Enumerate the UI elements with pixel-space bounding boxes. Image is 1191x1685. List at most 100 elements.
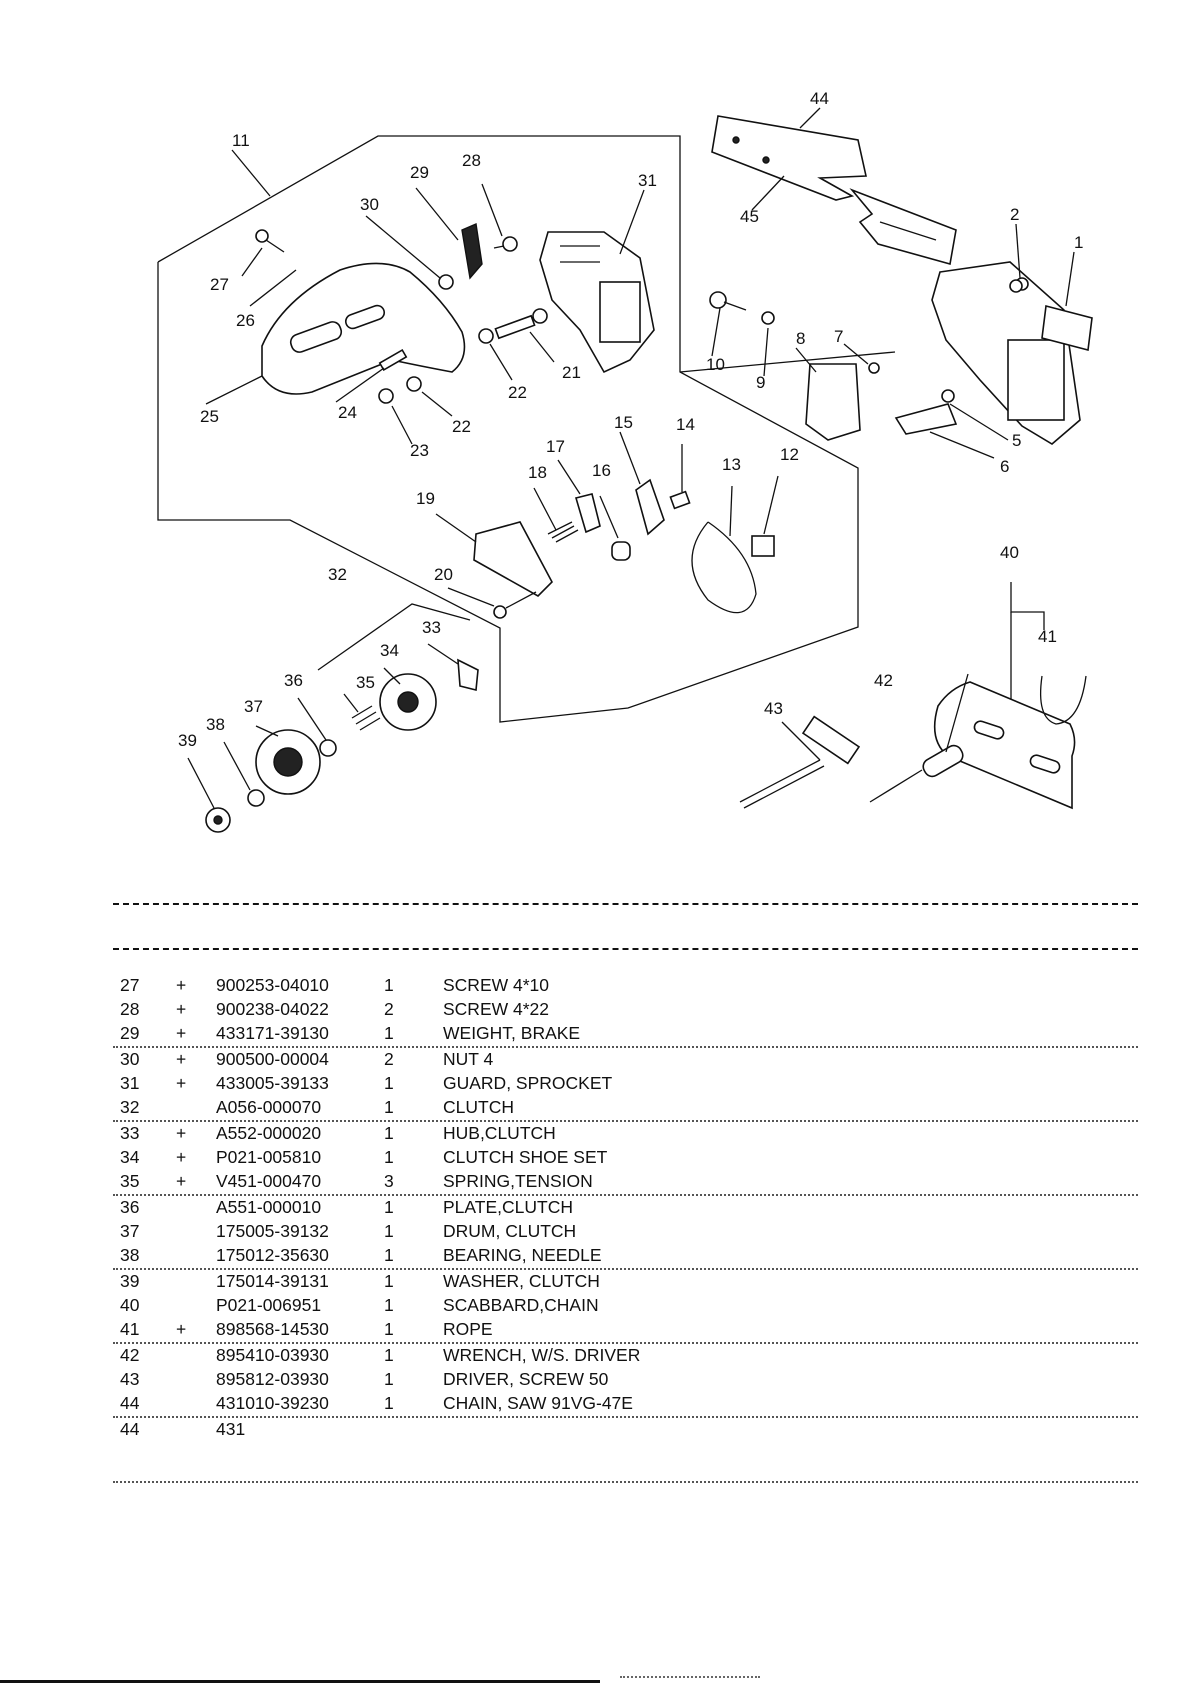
kit-mark: + bbox=[176, 1319, 187, 1339]
item-number: 36 bbox=[120, 1197, 140, 1217]
part-number: 900500-00004 bbox=[216, 1049, 329, 1069]
callout-39: 39 bbox=[178, 731, 197, 750]
description: HUB,CLUTCH bbox=[443, 1123, 556, 1143]
kit-mark: + bbox=[176, 999, 187, 1019]
callout-6: 6 bbox=[1000, 457, 1009, 476]
part-number: 895812-03930 bbox=[216, 1369, 329, 1389]
description: NUT 4 bbox=[443, 1049, 494, 1069]
item-number: 44 bbox=[120, 1419, 140, 1439]
callout-9: 9 bbox=[756, 373, 765, 392]
quantity: 1 bbox=[384, 1393, 394, 1413]
part-number: A551-000010 bbox=[216, 1197, 322, 1217]
guide-bar-part bbox=[711, 115, 957, 266]
sprocket-guard-part bbox=[539, 231, 655, 374]
plate-36 bbox=[319, 739, 337, 757]
callout-8: 8 bbox=[796, 329, 805, 348]
item-number: 44 bbox=[120, 1393, 140, 1413]
nut-23 bbox=[378, 388, 394, 404]
parts-row: 44 431 bbox=[113, 1418, 1138, 1442]
callout-7: 7 bbox=[834, 327, 843, 346]
part-number: A552-000020 bbox=[216, 1123, 322, 1143]
quantity: 1 bbox=[384, 1245, 394, 1265]
callout-32: 32 bbox=[328, 565, 347, 584]
callout-10: 10 bbox=[706, 355, 725, 374]
part-number: 900238-04022 bbox=[216, 999, 329, 1019]
callout-33: 33 bbox=[422, 618, 441, 637]
quantity: 1 bbox=[384, 1319, 394, 1339]
callout-26: 26 bbox=[236, 311, 255, 330]
clutch-group-bracket bbox=[317, 603, 471, 671]
kit-mark: + bbox=[176, 1023, 187, 1043]
description: CLUTCH bbox=[443, 1097, 514, 1117]
kit-mark: + bbox=[176, 1147, 187, 1167]
callout-17: 17 bbox=[546, 437, 565, 456]
callout-labels: 1256789101112131415161718192021222223242… bbox=[178, 89, 1083, 750]
part-number: 431010-39230 bbox=[216, 1393, 329, 1413]
callout-34: 34 bbox=[380, 641, 399, 660]
callout-35: 35 bbox=[356, 673, 375, 692]
page-bottom-bar bbox=[0, 1680, 600, 1683]
callout-38: 38 bbox=[206, 715, 225, 734]
brake-lever-part bbox=[261, 262, 466, 395]
part-number: 175014-39131 bbox=[216, 1271, 329, 1291]
scabbard-40 bbox=[933, 681, 1076, 810]
diagram-svg: 1256789101112131415161718192021222223242… bbox=[157, 89, 1093, 833]
item-number: 28 bbox=[120, 999, 140, 1019]
leader-lines bbox=[187, 107, 1075, 809]
screw-21 bbox=[494, 308, 548, 340]
nut-22 bbox=[406, 376, 422, 392]
item-number: 43 bbox=[120, 1369, 140, 1389]
spring-18 bbox=[547, 521, 579, 543]
quantity: 1 bbox=[384, 975, 394, 995]
callout-25: 25 bbox=[200, 407, 219, 426]
quantity: 1 bbox=[384, 1147, 394, 1167]
sprocket-guard-frame bbox=[679, 351, 896, 373]
quantity: 1 bbox=[384, 1073, 394, 1093]
description: CLUTCH SHOE SET bbox=[443, 1147, 608, 1167]
part-number: 431 bbox=[216, 1419, 246, 1439]
bearing-38 bbox=[247, 789, 265, 807]
description: SCREW 4*22 bbox=[443, 999, 550, 1019]
pin-24 bbox=[378, 348, 408, 372]
callout-15: 15 bbox=[614, 413, 633, 432]
item-number: 29 bbox=[120, 1023, 140, 1043]
nut-2 bbox=[1009, 279, 1023, 293]
nut-30 bbox=[438, 274, 454, 290]
scabbard-group-bracket bbox=[1010, 582, 1045, 630]
quantity: 1 bbox=[384, 1023, 394, 1043]
lever-17 bbox=[574, 493, 601, 534]
page-bottom-fragment bbox=[620, 1676, 760, 1682]
callout-28: 28 bbox=[462, 151, 481, 170]
callout-13: 13 bbox=[722, 455, 741, 474]
callout-23: 23 bbox=[410, 441, 429, 460]
header-rule-bottom bbox=[113, 948, 1138, 950]
parts-row: 34 + P021-005810 1 CLUTCH SHOE SET bbox=[113, 1146, 1138, 1170]
screw-5 bbox=[941, 389, 955, 403]
description: BEARING, NEEDLE bbox=[443, 1245, 602, 1265]
screwdriver-42 bbox=[869, 744, 964, 803]
label-part-1 bbox=[1041, 304, 1093, 352]
pin-9 bbox=[761, 311, 775, 325]
callout-37: 37 bbox=[244, 697, 263, 716]
item-number: 34 bbox=[120, 1147, 140, 1167]
part-number: 175012-35630 bbox=[216, 1245, 329, 1265]
kit-mark: + bbox=[176, 1073, 187, 1093]
brake-band-13 bbox=[691, 521, 757, 614]
wrench-43 bbox=[739, 715, 861, 809]
quantity: 3 bbox=[384, 1171, 394, 1191]
part-number: 433171-39130 bbox=[216, 1023, 329, 1043]
description: WRENCH, W/S. DRIVER bbox=[443, 1345, 641, 1365]
part-6 bbox=[894, 403, 958, 435]
callout-22: 22 bbox=[508, 383, 527, 402]
quantity: 1 bbox=[384, 1221, 394, 1241]
callout-30: 30 bbox=[360, 195, 379, 214]
part-number: P021-005810 bbox=[216, 1147, 322, 1167]
